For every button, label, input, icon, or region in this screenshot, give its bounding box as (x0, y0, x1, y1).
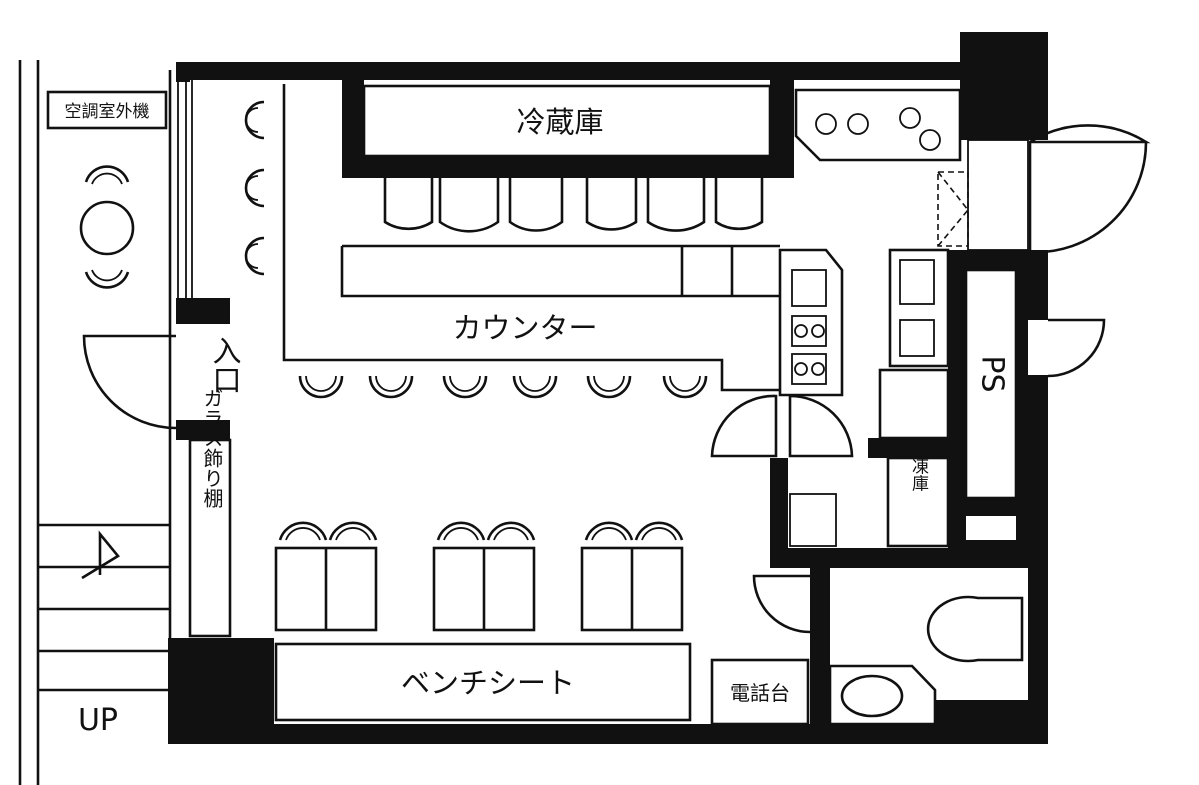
counter-stools (298, 375, 708, 399)
refrigerator-doors (383, 178, 764, 233)
pipe-shaft: PS (964, 268, 1018, 500)
glass-shelf-label: ガラス飾り棚 (200, 388, 224, 508)
round-table-set (79, 165, 135, 289)
outdoor-unit-label: 空調室外機 (65, 102, 150, 122)
stairs-up-label: UP (78, 703, 118, 738)
kitchen-door (710, 394, 854, 458)
counter: カウンター (282, 84, 844, 397)
phone-stand: 電話台 (710, 658, 810, 726)
right-service-area (878, 124, 1151, 440)
phone-stand-label: 電話台 (730, 681, 790, 705)
table-set-2 (432, 521, 536, 632)
refrigerator-label: 冷蔵庫 (516, 105, 603, 139)
ps-label: PS (975, 355, 1010, 392)
glass-display-shelf: ガラス飾り棚 (188, 388, 232, 638)
left-strip (18, 60, 193, 785)
entrance-door: 入口 (82, 334, 242, 430)
toilet-room (752, 574, 1024, 726)
freezer-label: 冷凍庫 (908, 440, 929, 491)
outdoor-unit: 空調室外機 (46, 90, 168, 130)
stove (794, 88, 962, 162)
refrigerator: 冷蔵庫 (362, 84, 772, 233)
walls (168, 32, 1048, 744)
counter-label: カウンター (452, 311, 597, 345)
table-set-1 (274, 521, 378, 632)
entrance-label: 入口 (208, 336, 242, 394)
stairs: UP (38, 523, 170, 738)
table-set-3 (580, 521, 684, 632)
bench-seat: ベンチシート (274, 642, 692, 722)
freezer: 冷凍庫 (789, 440, 950, 548)
wall-seats (244, 100, 265, 276)
bench-seat-label: ベンチシート (401, 666, 575, 700)
